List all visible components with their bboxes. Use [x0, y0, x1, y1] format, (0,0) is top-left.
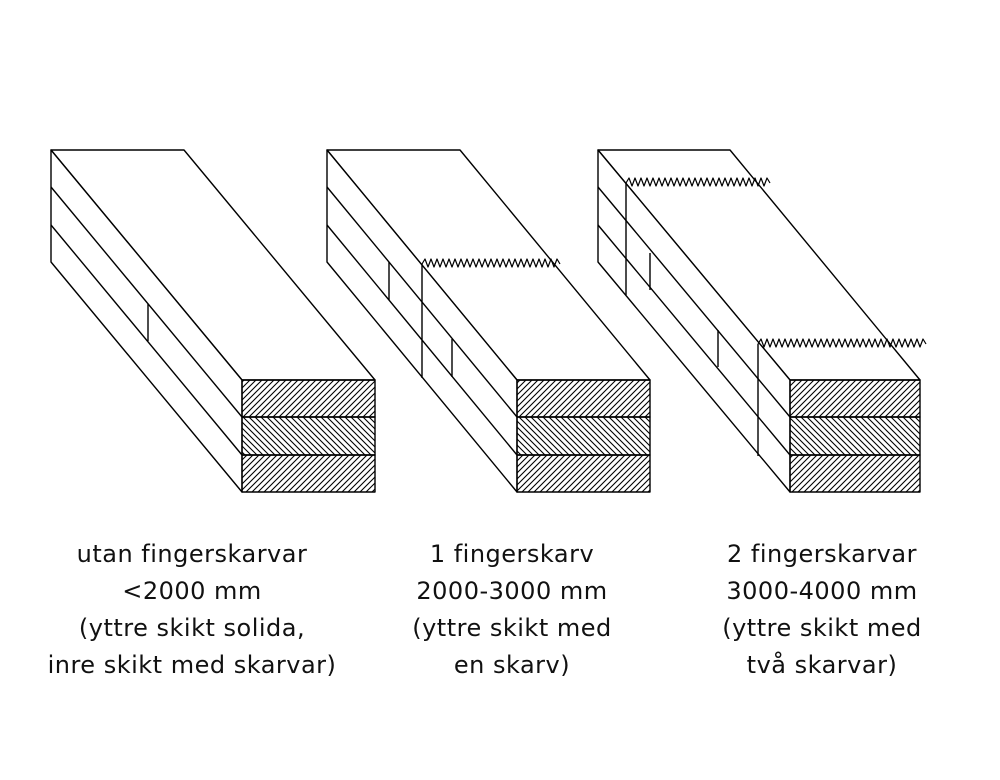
- beam-one-joint: [326, 149, 651, 493]
- caption-length: 2000-3000 mm: [416, 577, 608, 605]
- caption-title: utan fingerskarvar: [76, 540, 308, 568]
- caption-note: två skarvar): [746, 651, 898, 679]
- caption-two-joints: 2 fingerskarvar 3000-4000 mm (yttre skik…: [652, 536, 992, 684]
- cross-section-layer-bottom: [516, 454, 651, 493]
- caption-title: 1 fingerskarv: [429, 540, 595, 568]
- caption-one-joint: 1 fingerskarv 2000-3000 mm (yttre skikt …: [342, 536, 682, 684]
- cross-section-layer-bottom: [241, 454, 376, 493]
- cross-section-layer-middle: [789, 416, 921, 456]
- caption-note: (yttre skikt med: [412, 614, 612, 642]
- cross-section-layer-top: [516, 379, 651, 418]
- caption-note: en skarv): [453, 651, 571, 679]
- finger-joint: [421, 258, 561, 268]
- lamella-line: [50, 224, 243, 456]
- finger-joint: [625, 177, 771, 187]
- cross-section-layer-top: [789, 379, 921, 418]
- caption-title: 2 fingerskarvar: [727, 540, 917, 568]
- lamella-line: [50, 186, 243, 418]
- cross-section-layer-middle: [241, 416, 376, 456]
- beam-two-joints: [597, 149, 927, 493]
- caption-note: (yttre skikt med: [722, 614, 922, 642]
- caption-length: <2000 mm: [122, 577, 262, 605]
- finger-joint: [757, 338, 927, 348]
- caption-note: inre skikt med skarvar): [47, 651, 337, 679]
- cross-section-layer-middle: [516, 416, 651, 456]
- caption-length: 3000-4000 mm: [726, 577, 918, 605]
- beam-no-joint: [50, 149, 376, 493]
- cross-section-layer-bottom: [789, 454, 921, 493]
- caption-no-joint: utan fingerskarvar <2000 mm (yttre skikt…: [22, 536, 362, 684]
- cross-section-layer-top: [241, 379, 376, 418]
- caption-note: (yttre skikt solida,: [78, 614, 306, 642]
